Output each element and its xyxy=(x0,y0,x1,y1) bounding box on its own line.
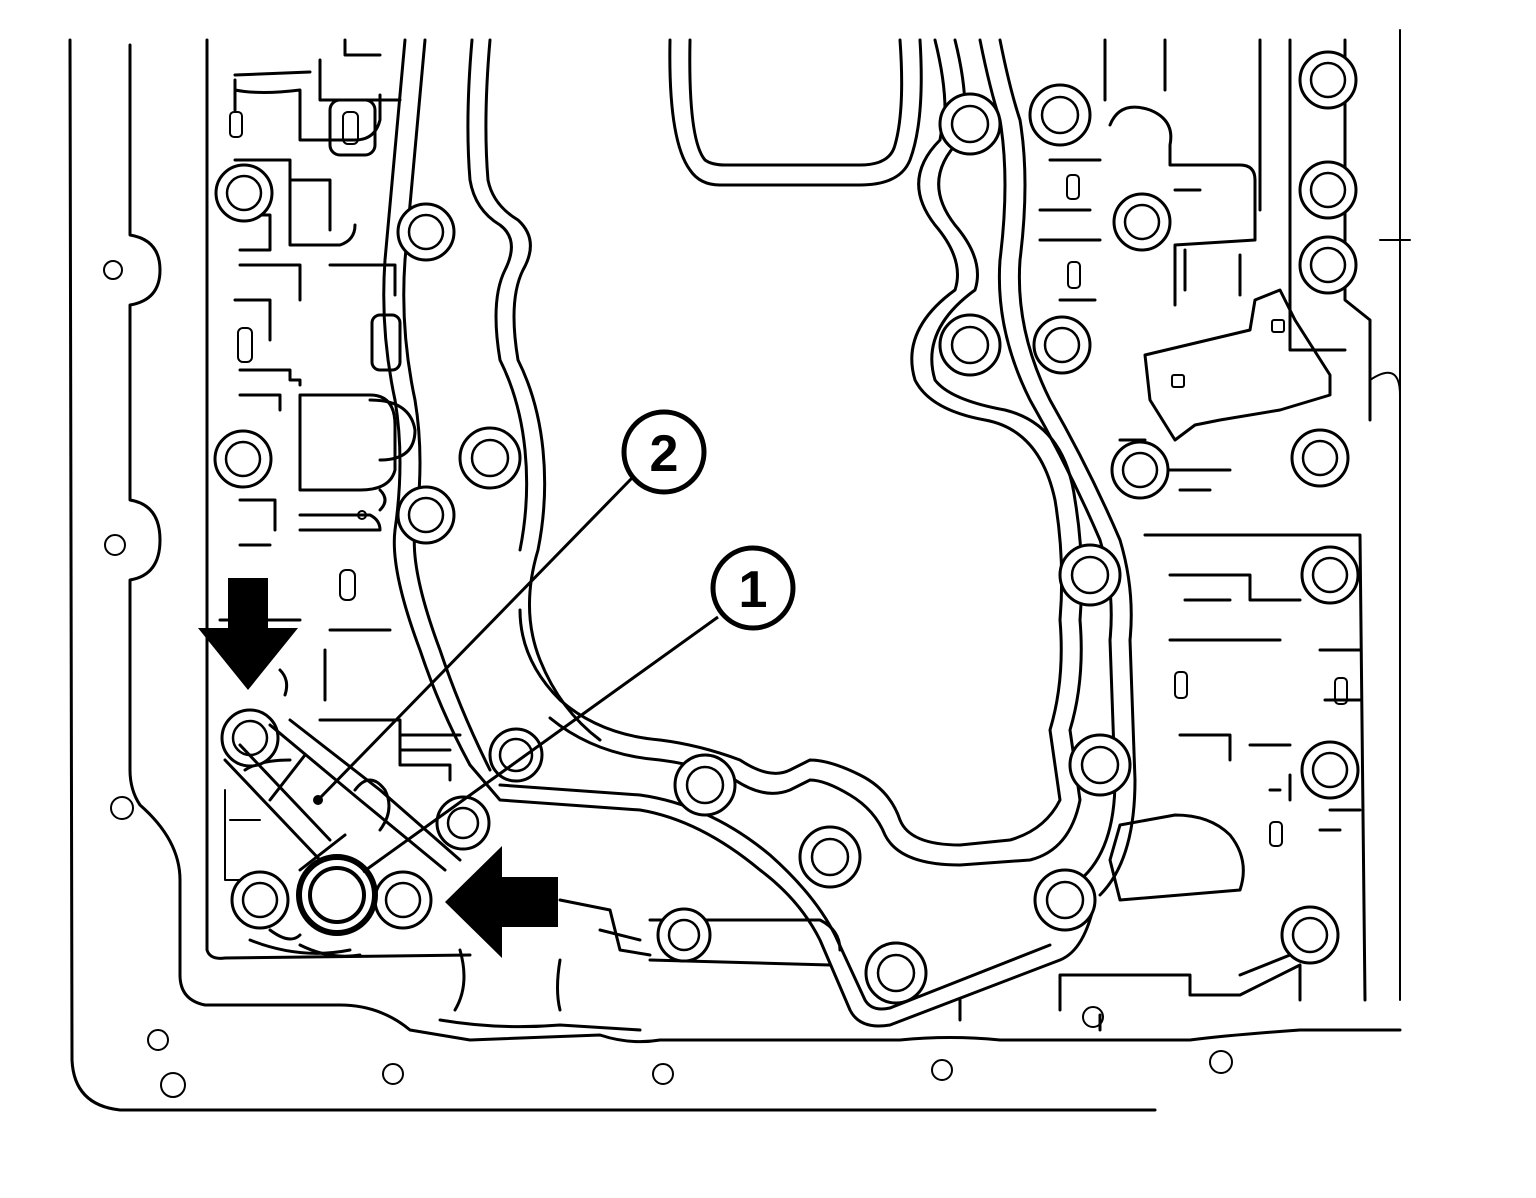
bolts xyxy=(213,50,1360,1005)
left-valve-body xyxy=(205,38,472,960)
callout-1: 1 xyxy=(710,545,796,631)
case-outline xyxy=(68,29,1411,1112)
lower-details xyxy=(438,898,1102,1032)
callout-2-label: 2 xyxy=(650,425,679,483)
center-plate xyxy=(518,38,1137,897)
arrow-left xyxy=(445,846,558,958)
callout-1-label: 1 xyxy=(739,561,768,619)
accumulator-plug xyxy=(296,854,378,936)
case-holes xyxy=(103,260,1233,1098)
leader-lines xyxy=(316,476,719,874)
bracket-plate xyxy=(223,718,462,872)
callout-2: 2 xyxy=(621,409,707,495)
arrow-down xyxy=(198,578,298,690)
right-valve-body xyxy=(1038,38,1372,1012)
